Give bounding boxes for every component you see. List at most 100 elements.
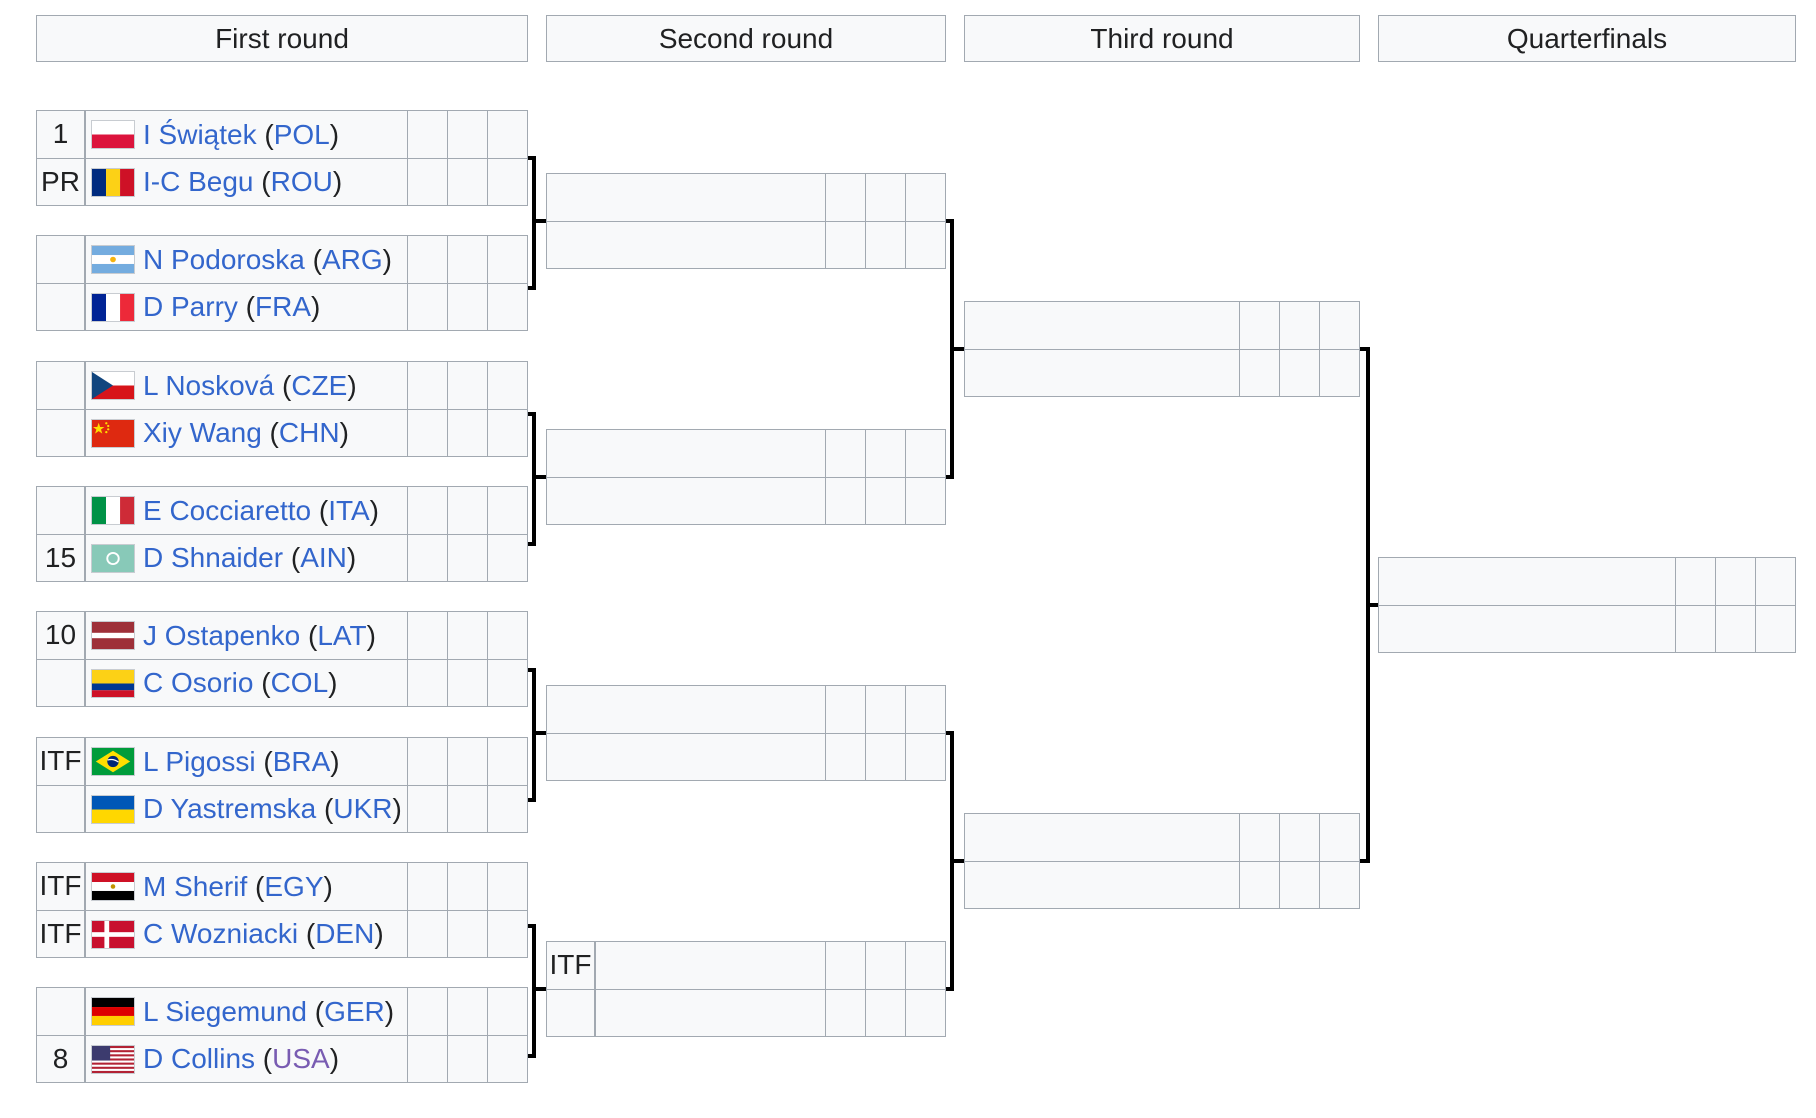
country-link[interactable]: ARG bbox=[321, 243, 383, 275]
score-cell bbox=[407, 786, 447, 832]
player-name-link[interactable]: I Świątek bbox=[143, 118, 257, 150]
paren-open: ( bbox=[306, 995, 325, 1027]
country-link[interactable]: POL bbox=[273, 118, 330, 150]
player-name-link[interactable]: D Yastremska bbox=[143, 793, 317, 824]
player-name-link[interactable]: I-C Begu bbox=[143, 166, 254, 197]
score-cell bbox=[487, 612, 527, 659]
score-cell bbox=[487, 410, 527, 456]
score-cell bbox=[905, 734, 945, 780]
match-r3-1 bbox=[964, 301, 1360, 397]
player-name-link[interactable]: D Shnaider bbox=[143, 542, 284, 573]
paren-close: ) bbox=[332, 166, 343, 197]
country-link[interactable]: LAT bbox=[317, 619, 367, 651]
country-link[interactable]: USA bbox=[272, 1043, 330, 1074]
player-cell bbox=[547, 174, 825, 221]
score-cell bbox=[407, 111, 447, 158]
player-name-link[interactable]: L Nosková bbox=[143, 369, 275, 401]
player-name-link[interactable]: J Ostapenko bbox=[143, 619, 301, 651]
seed-cell bbox=[37, 362, 86, 409]
score-cell bbox=[825, 734, 865, 780]
player-name-link[interactable]: D Collins bbox=[143, 1043, 256, 1074]
latvia-flag-icon bbox=[91, 621, 135, 650]
paren-open: ( bbox=[283, 542, 301, 573]
paren-close: ) bbox=[339, 417, 349, 448]
player-name-link[interactable]: E Cocciaretto bbox=[143, 494, 312, 526]
player-row: N Podoroska (ARG) bbox=[37, 236, 527, 283]
country-link[interactable]: UKR bbox=[333, 793, 393, 824]
score-cell bbox=[1715, 606, 1755, 652]
player-cell bbox=[596, 942, 825, 989]
player-row bbox=[1379, 605, 1795, 652]
player-row bbox=[965, 349, 1359, 396]
player-name-link[interactable]: C Wozniacki bbox=[143, 918, 299, 949]
score-cell bbox=[1239, 814, 1279, 861]
player-name-link[interactable]: Xiy Wang bbox=[143, 417, 262, 448]
score-cell bbox=[487, 1036, 527, 1082]
score-cell bbox=[447, 911, 487, 957]
country-link[interactable]: DEN bbox=[315, 918, 375, 949]
country-link[interactable]: ROU bbox=[270, 166, 333, 197]
score-cell bbox=[1755, 558, 1795, 605]
match-qf-1 bbox=[1378, 557, 1796, 653]
player-row bbox=[1379, 558, 1795, 605]
match-r2-2 bbox=[546, 429, 946, 525]
player-name-link[interactable]: D Parry bbox=[143, 291, 238, 322]
paren-close: ) bbox=[366, 619, 376, 651]
player-cell bbox=[547, 222, 825, 268]
usa-flag-icon bbox=[91, 1044, 135, 1074]
player-name-link[interactable]: C Osorio bbox=[143, 667, 254, 698]
country-link[interactable]: EGY bbox=[264, 870, 324, 902]
country-link[interactable]: ITA bbox=[328, 494, 370, 526]
score-cell bbox=[407, 988, 447, 1035]
paren-close: ) bbox=[346, 542, 357, 573]
score-cell bbox=[825, 222, 865, 268]
score-cell bbox=[407, 738, 447, 785]
score-cell bbox=[865, 478, 905, 524]
score-cell bbox=[447, 612, 487, 659]
match-r2-4: ITF bbox=[546, 941, 946, 1037]
player-row: L Siegemund (GER) bbox=[37, 988, 527, 1035]
player-name-link[interactable]: M Sherif bbox=[143, 870, 248, 902]
seed-cell bbox=[37, 284, 86, 330]
china-flag-icon bbox=[91, 418, 135, 448]
country-link[interactable]: BRA bbox=[272, 745, 331, 777]
score-cell bbox=[407, 487, 447, 534]
seed-cell bbox=[37, 660, 86, 706]
player-name-link[interactable]: N Podoroska bbox=[143, 243, 305, 275]
country-link[interactable]: FRA bbox=[255, 291, 312, 322]
player-cell: L Siegemund (GER) bbox=[86, 988, 407, 1035]
score-cell bbox=[487, 535, 527, 581]
seed-cell: PR bbox=[37, 159, 86, 205]
argentina-flag-icon bbox=[91, 245, 135, 274]
score-cell bbox=[487, 863, 527, 910]
player-cell bbox=[596, 990, 825, 1036]
player-row bbox=[547, 477, 945, 524]
player-cell: L Nosková (CZE) bbox=[86, 362, 407, 409]
player-cell bbox=[965, 814, 1239, 861]
match-r2-1 bbox=[546, 173, 946, 269]
score-cell bbox=[487, 111, 527, 158]
score-cell bbox=[407, 612, 447, 659]
bracket-connector bbox=[534, 731, 546, 735]
score-cell bbox=[487, 786, 527, 832]
player-cell bbox=[547, 430, 825, 477]
player-name-link[interactable]: L Pigossi bbox=[143, 745, 256, 777]
score-cell bbox=[447, 988, 487, 1035]
country-link[interactable]: CZE bbox=[291, 369, 348, 401]
score-cell bbox=[905, 686, 945, 733]
paren-close: ) bbox=[328, 667, 338, 698]
seed-cell: 10 bbox=[37, 612, 86, 659]
paren-open: ( bbox=[253, 667, 271, 698]
country-link[interactable]: CHN bbox=[278, 417, 340, 448]
player-name-link[interactable]: L Siegemund bbox=[143, 995, 307, 1027]
score-cell bbox=[407, 911, 447, 957]
player-cell: L Pigossi (BRA) bbox=[86, 738, 407, 785]
egypt-flag-icon bbox=[91, 872, 135, 901]
country-link[interactable]: COL bbox=[270, 667, 329, 698]
country-link[interactable]: AIN bbox=[300, 542, 347, 573]
country-link[interactable]: GER bbox=[324, 995, 385, 1027]
